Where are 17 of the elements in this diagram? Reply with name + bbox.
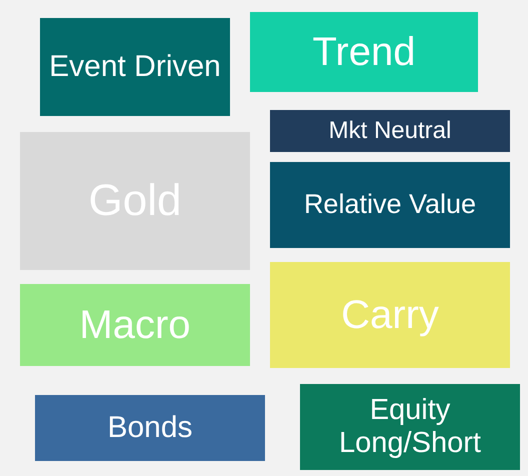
category-label: Bonds	[107, 410, 193, 446]
category-tile	[40, 18, 230, 116]
category-label: Carry	[341, 292, 439, 338]
category-label: Mkt Neutral	[328, 117, 452, 145]
category-tile	[270, 262, 510, 368]
category-label: Trend	[312, 29, 416, 75]
category-label: Relative Value	[304, 189, 476, 221]
category-tile	[300, 384, 520, 470]
category-tile	[35, 395, 265, 461]
category-tile	[270, 162, 510, 248]
category-tile	[250, 12, 478, 92]
category-tile	[20, 132, 250, 270]
category-label: Event Driven	[49, 50, 221, 84]
category-tile	[20, 284, 250, 366]
category-label: Equity Long/Short	[338, 394, 482, 460]
category-tile	[270, 110, 510, 152]
category-label: Macro	[79, 302, 191, 348]
